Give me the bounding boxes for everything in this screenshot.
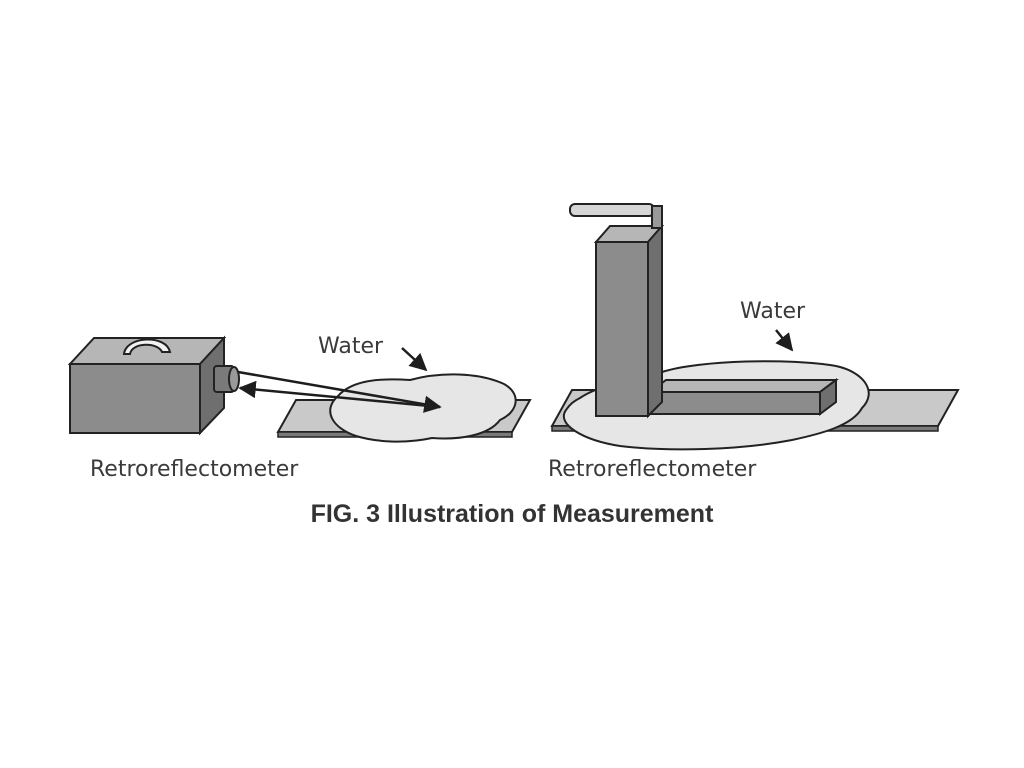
left-retroreflectometer bbox=[67, 335, 240, 436]
figure-caption: FIG. 3 Illustration of Measurement bbox=[311, 500, 715, 528]
right-retroreflectometer bbox=[569, 203, 839, 419]
left-device-lens bbox=[213, 365, 240, 393]
left-water-pointer-arrow bbox=[401, 347, 428, 372]
left-water-label: Water bbox=[318, 334, 384, 359]
left-device-label: Retroreflectometer bbox=[90, 457, 299, 482]
right-device-handle bbox=[569, 203, 663, 229]
left-panel: Water Retroreflectometer bbox=[67, 334, 532, 482]
right-water-pointer-arrow bbox=[775, 329, 794, 352]
left-device-handle bbox=[122, 338, 172, 355]
right-panel: Water Retroreflectometer bbox=[548, 203, 960, 482]
right-device-label: Retroreflectometer bbox=[548, 457, 757, 482]
right-water-label: Water bbox=[740, 299, 806, 324]
left-water-puddle bbox=[329, 373, 517, 443]
left-light-beams bbox=[237, 370, 442, 413]
